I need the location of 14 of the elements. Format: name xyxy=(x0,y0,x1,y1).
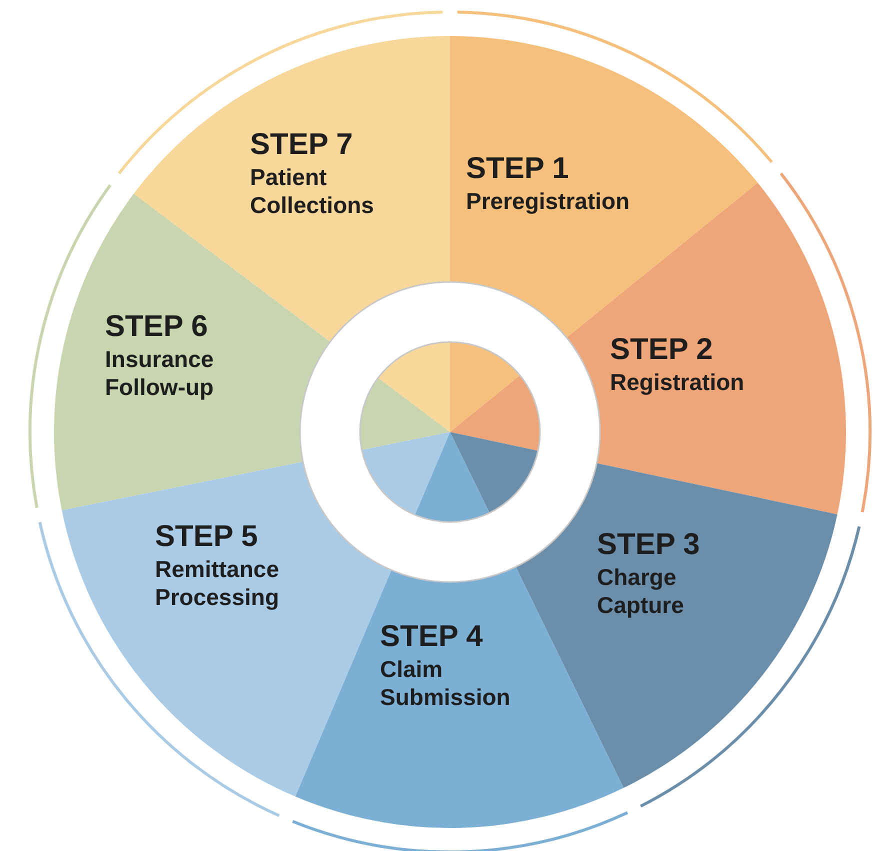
step-number: STEP 3 xyxy=(597,528,701,562)
step-number: STEP 4 xyxy=(380,620,484,654)
step-number: STEP 2 xyxy=(610,333,714,368)
step-name: Patient Collections xyxy=(250,162,375,220)
step-name: Charge Capture xyxy=(597,562,685,620)
step-number: STEP 1 xyxy=(466,152,570,186)
step-name: Registration xyxy=(610,368,746,396)
step-number: STEP 6 xyxy=(105,310,209,344)
step-name: Insurance Follow-up xyxy=(105,344,215,402)
step-number: STEP 7 xyxy=(250,128,354,162)
step-number: STEP 5 xyxy=(155,520,259,554)
step-name: Preregistration xyxy=(466,186,631,216)
step-name: Remittance Processing xyxy=(155,554,280,612)
step-name: Claim Submission xyxy=(380,654,512,712)
